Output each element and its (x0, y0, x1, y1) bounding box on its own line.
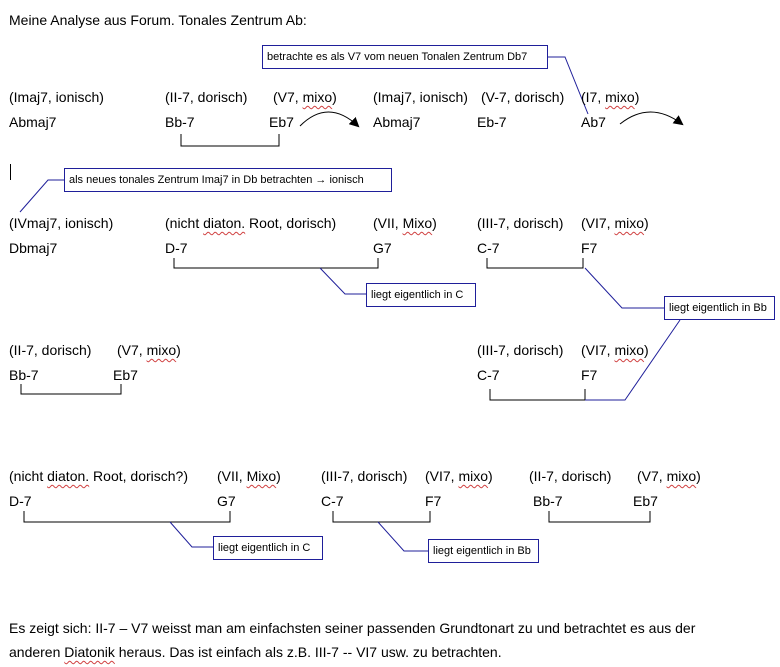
function-label: (nicht diaton. Root, dorisch?) (9, 468, 188, 484)
chord-symbol: C-7 (321, 493, 344, 509)
chord-symbol: F7 (581, 367, 598, 383)
chord-symbol: Bb-7 (165, 114, 195, 130)
function-label: (IVmaj7, ionisch) (9, 215, 114, 231)
function-label: (VI7, mixo) (581, 215, 649, 231)
function-label: (Imaj7, ionisch) (373, 89, 468, 105)
chord-symbol: D-7 (9, 493, 32, 509)
function-label: (VI7, mixo) (425, 468, 493, 484)
function-label: (III-7, dorisch) (477, 342, 564, 358)
bracket-d7-g7-row4 (23, 511, 231, 523)
chord-symbol: F7 (581, 240, 598, 256)
page-title: Meine Analyse aus Forum. Tonales Zentrum… (9, 12, 307, 28)
text-cursor (10, 164, 11, 180)
bracket-c7-f7-row3 (489, 389, 586, 401)
chord-symbol: G7 (217, 493, 236, 509)
chord-symbol: Bb-7 (533, 493, 563, 509)
bracket-bb7-eb7-row4 (548, 511, 651, 523)
bracket-bb7-eb7 (20, 384, 122, 395)
chord-symbol: F7 (425, 493, 442, 509)
function-label: (V-7, dorisch) (481, 89, 565, 105)
chord-symbol: Abmaj7 (373, 114, 421, 130)
chord-symbol: Eb7 (633, 493, 658, 509)
chord-symbol: Eb7 (113, 367, 138, 383)
arrow-eb7-to-abmaj7 (299, 111, 360, 128)
function-label: (II-7, dorisch) (165, 89, 248, 105)
function-label: (VII, Mixo) (373, 215, 437, 231)
function-label: (V7, mixo) (637, 468, 701, 484)
function-label: (V7, mixo) (117, 342, 181, 358)
callout-bb-1: liegt eigentlich in Bb (664, 296, 775, 320)
function-label: (V7, mixo) (273, 89, 337, 105)
function-label: (VI7, mixo) (581, 342, 649, 358)
callout-imaj7-db: als neues tonales Zentrum Imaj7 in Db be… (64, 168, 392, 192)
chord-symbol: Ab7 (581, 114, 606, 130)
function-label: (III-7, dorisch) (477, 215, 564, 231)
chord-symbol: G7 (373, 240, 392, 256)
function-label: (Imaj7, ionisch) (9, 89, 104, 105)
conclusion-line-1: Es zeigt sich: II-7 – V7 weisst man am e… (9, 620, 696, 636)
chord-symbol: D-7 (165, 240, 188, 256)
arrow-ab7-to-next (619, 111, 684, 126)
callout-v7-db7: betrachte es als V7 vom neuen Tonalen Ze… (262, 45, 548, 69)
chord-symbol: C-7 (477, 367, 500, 383)
chord-symbol: Eb7 (269, 114, 294, 130)
function-label: (II-7, dorisch) (9, 342, 92, 358)
chord-symbol: C-7 (477, 240, 500, 256)
chord-symbol: Abmaj7 (9, 114, 57, 130)
function-label: (II-7, dorisch) (529, 468, 612, 484)
function-label: (III-7, dorisch) (321, 468, 408, 484)
chord-symbol: Bb-7 (9, 367, 39, 383)
bracket-c7-f7-row4 (332, 511, 431, 523)
bracket-ii-v-row1 (180, 134, 280, 147)
function-label: (I7, mixo) (581, 89, 640, 105)
callout-c-1: liegt eigentlich in C (366, 283, 476, 307)
callout-c-2: liegt eigentlich in C (213, 536, 323, 560)
function-label: (nicht diaton. Root, dorisch) (165, 215, 337, 231)
chord-symbol: Dbmaj7 (9, 240, 58, 256)
callout-bb-2: liegt eigentlich in Bb (428, 539, 539, 563)
bracket-d7-g7 (173, 258, 379, 269)
conclusion-line-2: anderen Diatonik heraus. Das ist einfach… (9, 644, 502, 660)
chord-symbol: Eb-7 (477, 114, 507, 130)
bracket-c7-f7 (486, 258, 584, 269)
function-label: (VII, Mixo) (217, 468, 281, 484)
